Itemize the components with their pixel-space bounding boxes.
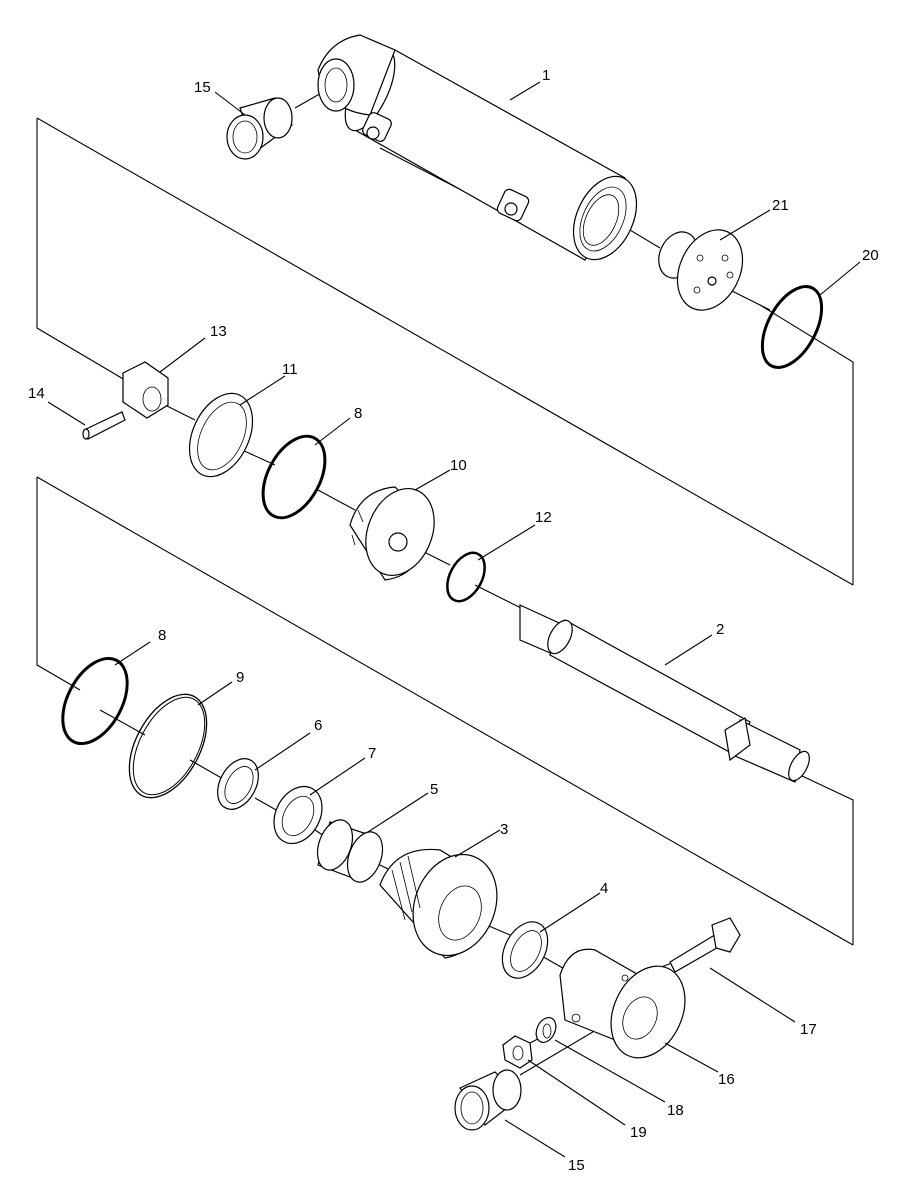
callout-labels: 1 15 21 20 13 14 11 8 10 12 2 8 9 6 7 5 … [28,67,879,1174]
bushing-bottom [454,1069,522,1131]
callout-6: 6 [314,717,322,734]
callout-16: 16 [718,1071,735,1088]
callout-21: 21 [772,197,789,214]
callout-7: 7 [368,745,376,762]
o-ring-20 [760,285,824,369]
retainer-ring [501,921,549,979]
callout-17: 17 [800,1021,817,1038]
bolt [669,917,741,973]
rod-end-clevis [559,948,686,1059]
o-ring-8-upper [261,434,327,520]
gland [379,848,498,959]
cotter-pin [82,411,126,440]
bushing-top [226,97,293,160]
lock-washer [535,1017,557,1043]
callout-8-lower: 8 [158,627,166,644]
callout-10: 10 [450,457,467,474]
callout-1: 1 [542,67,550,84]
leader-lines [47,81,861,1158]
small-nut [502,1035,533,1069]
callout-15-bottom: 15 [568,1157,585,1174]
backup-ring [128,693,208,799]
rod-bushing [316,819,384,883]
group-lines [36,117,854,946]
callout-18: 18 [667,1102,684,1119]
callout-2: 2 [716,621,724,638]
callout-13: 13 [210,323,227,340]
wear-ring [188,392,254,478]
callout-4: 4 [600,880,608,897]
rod-seal [217,758,259,810]
wiper-seal [273,785,323,845]
callout-19: 19 [630,1124,647,1141]
callout-3: 3 [500,821,508,838]
callout-8-upper: 8 [354,405,362,422]
callout-12: 12 [535,509,552,526]
hex-nut [122,361,169,419]
callout-15-top: 15 [194,79,211,96]
callout-5: 5 [430,781,438,798]
o-ring-8-lower [61,656,129,746]
end-cap [658,229,744,311]
o-ring-12 [446,551,486,603]
callout-9: 9 [236,669,244,686]
piston [349,486,435,581]
callout-11: 11 [282,361,298,378]
piston-rod [519,604,810,783]
callout-20: 20 [862,247,879,264]
cylinder-barrel [317,34,638,261]
callout-14: 14 [28,385,45,402]
